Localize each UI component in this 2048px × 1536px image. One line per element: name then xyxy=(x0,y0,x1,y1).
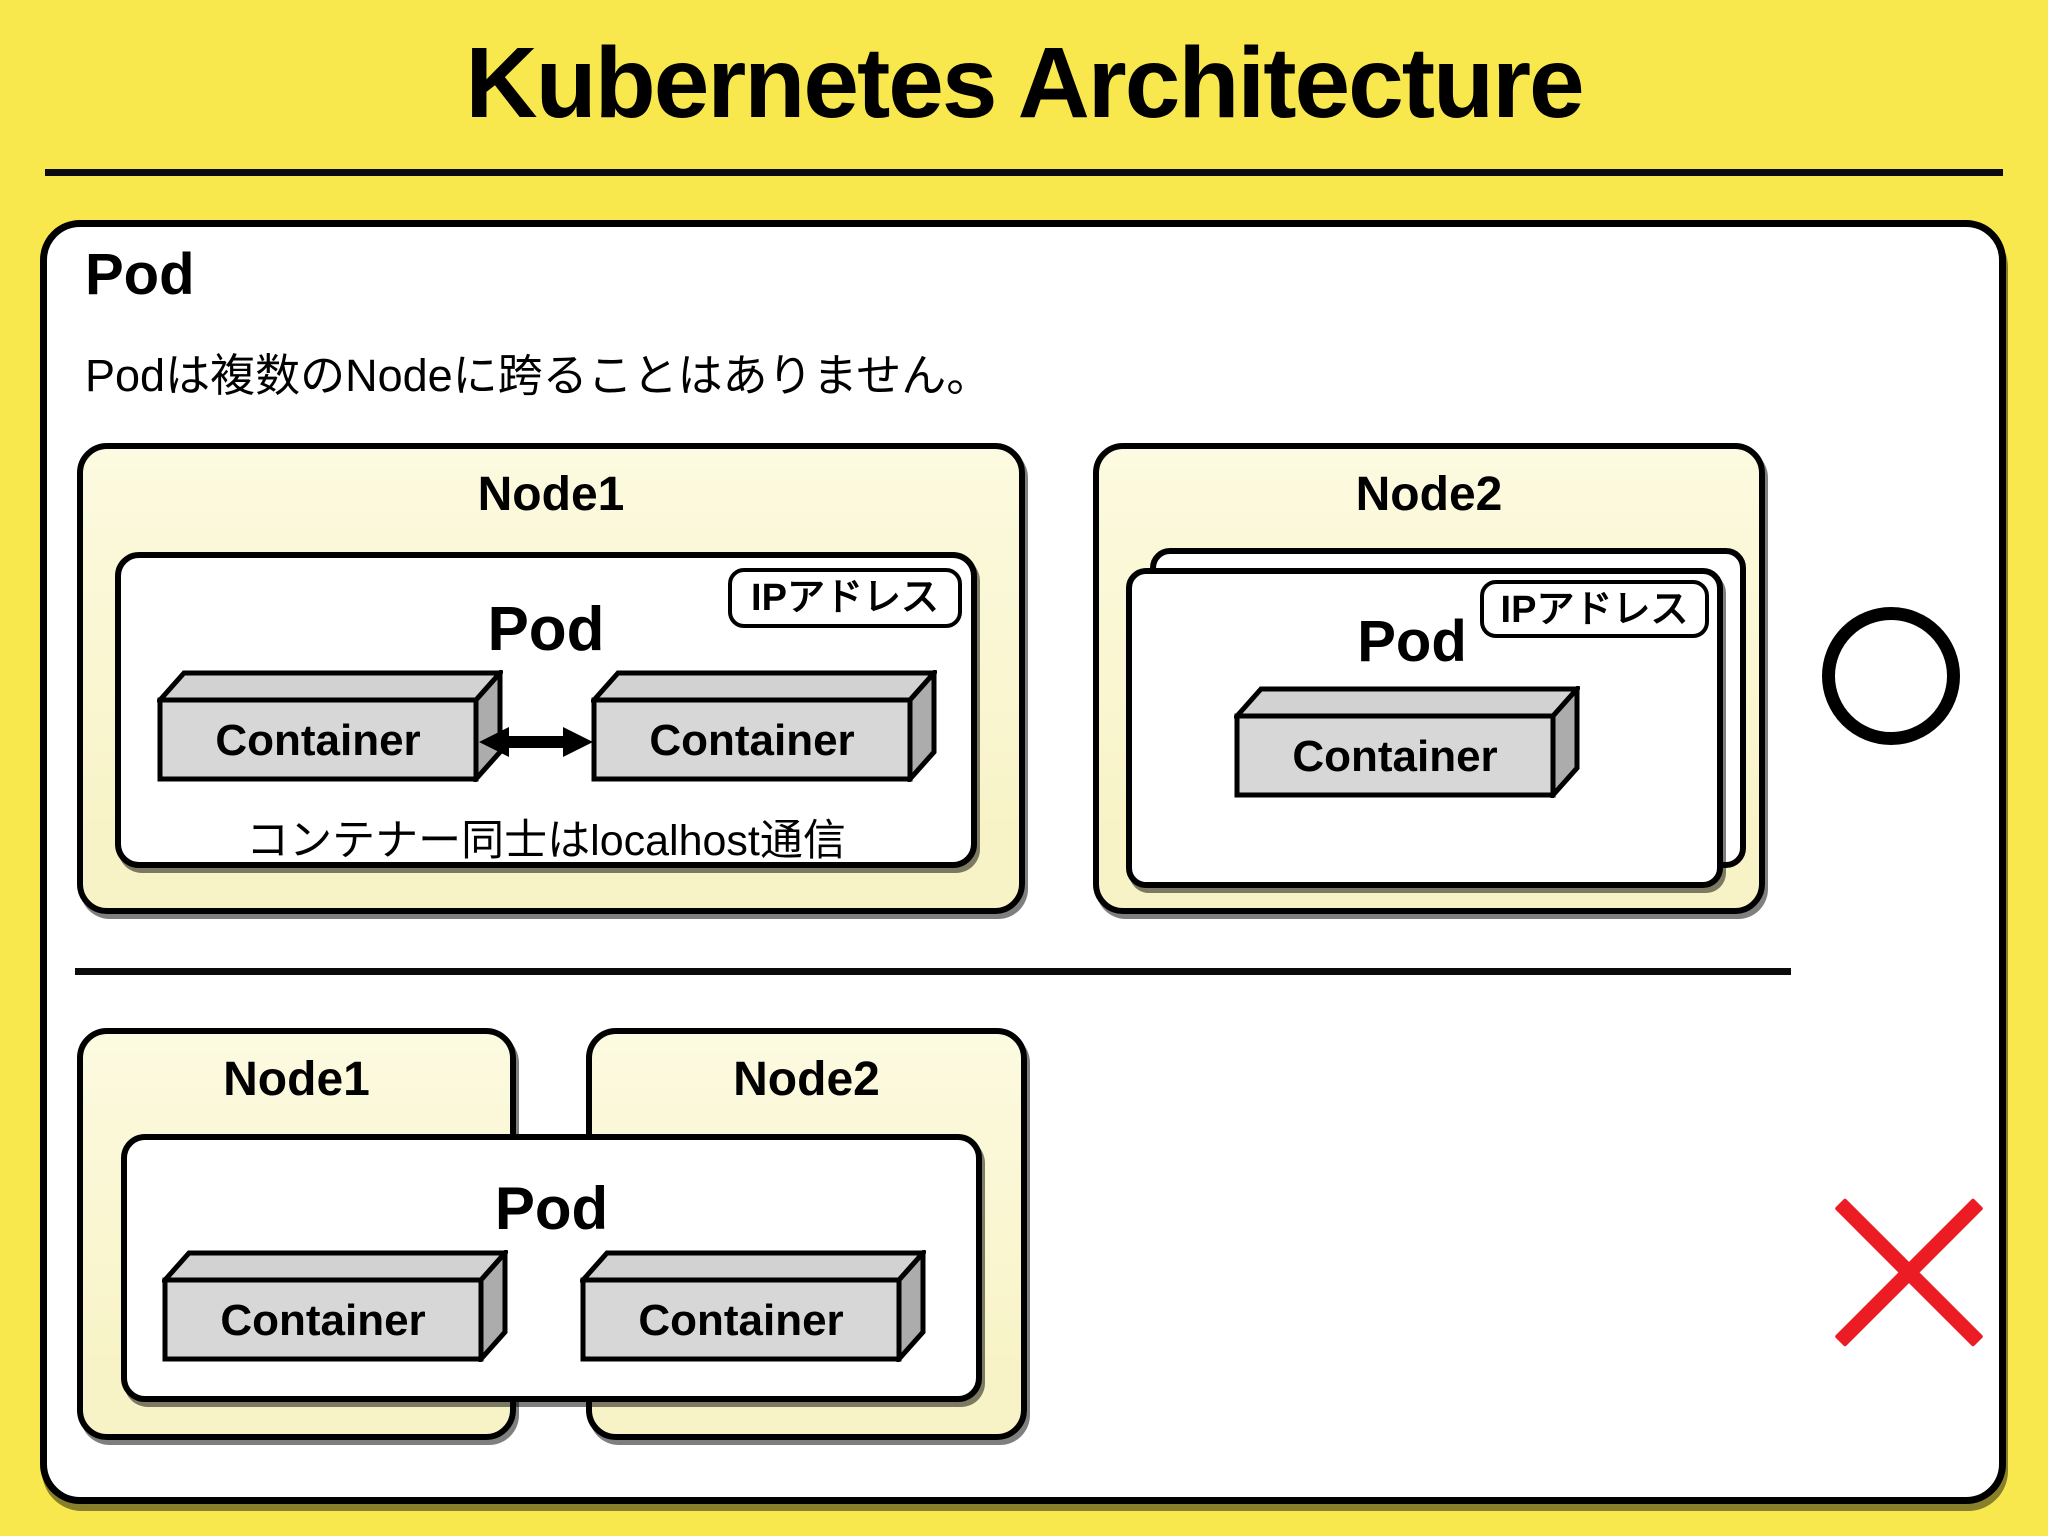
pod-section-panel: Pod Podは複数のNodeに跨ることはありません。 Node1 Pod IP… xyxy=(40,220,2006,1504)
top-node1-pod-label: Pod xyxy=(487,595,605,664)
top-node1-pod: Pod IPアドレス Container xyxy=(115,552,977,868)
bottom-node2-title: Node2 xyxy=(733,1053,880,1106)
container-label: Container xyxy=(220,1296,425,1345)
top-node1: Node1 Pod IPアドレス Container xyxy=(77,443,1025,914)
localhost-note: コンテナー同士はlocalhost通信 xyxy=(246,817,846,865)
top-node2: Node2 Pod IPアドレス Container xyxy=(1093,443,1765,914)
slide-title: Kubernetes Architecture xyxy=(465,27,1584,139)
top-node2-pod: Pod IPアドレス Container xyxy=(1126,568,1723,888)
container-label: Container xyxy=(638,1296,843,1345)
container-box: Container xyxy=(157,670,503,782)
bottom-node1-title: Node1 xyxy=(223,1053,370,1106)
allowed-circle-icon xyxy=(1822,607,1960,745)
scenario-divider xyxy=(75,968,1791,975)
top-node2-ip-badge: IPアドレス xyxy=(1480,580,1709,638)
top-node2-title: Node2 xyxy=(1355,468,1503,521)
container-box: Container xyxy=(1234,686,1580,798)
container-front-face xyxy=(157,697,479,782)
top-node2-pod-label: Pod xyxy=(1357,609,1467,674)
container-front-face xyxy=(1234,713,1556,798)
section-description: Podは複数のNodeに跨ることはありません。 xyxy=(85,350,992,401)
double-arrow-icon xyxy=(477,724,595,760)
container-top-face xyxy=(580,1250,926,1283)
container-top-face xyxy=(157,670,503,703)
container-label: Container xyxy=(1292,732,1497,781)
container-box: Container xyxy=(580,1250,926,1362)
container-top-face xyxy=(591,670,937,703)
container-front-face xyxy=(591,697,913,782)
section-heading: Pod xyxy=(85,242,195,307)
container-label: Container xyxy=(649,716,854,765)
container-front-face xyxy=(162,1277,484,1362)
container-top-face xyxy=(1234,686,1580,719)
title-underline xyxy=(45,169,2003,176)
top-node1-title: Node1 xyxy=(477,468,625,521)
top-node1-ip-badge: IPアドレス xyxy=(728,568,962,628)
bottom-pod-label: Pod xyxy=(494,1175,609,1242)
not-allowed-cross-icon xyxy=(1811,1175,2007,1371)
bottom-spanning-pod: Pod Container Container xyxy=(121,1134,982,1402)
container-top-face xyxy=(162,1250,508,1283)
container-label: Container xyxy=(215,716,420,765)
container-front-face xyxy=(580,1277,902,1362)
container-box: Container xyxy=(591,670,937,782)
container-box: Container xyxy=(162,1250,508,1362)
